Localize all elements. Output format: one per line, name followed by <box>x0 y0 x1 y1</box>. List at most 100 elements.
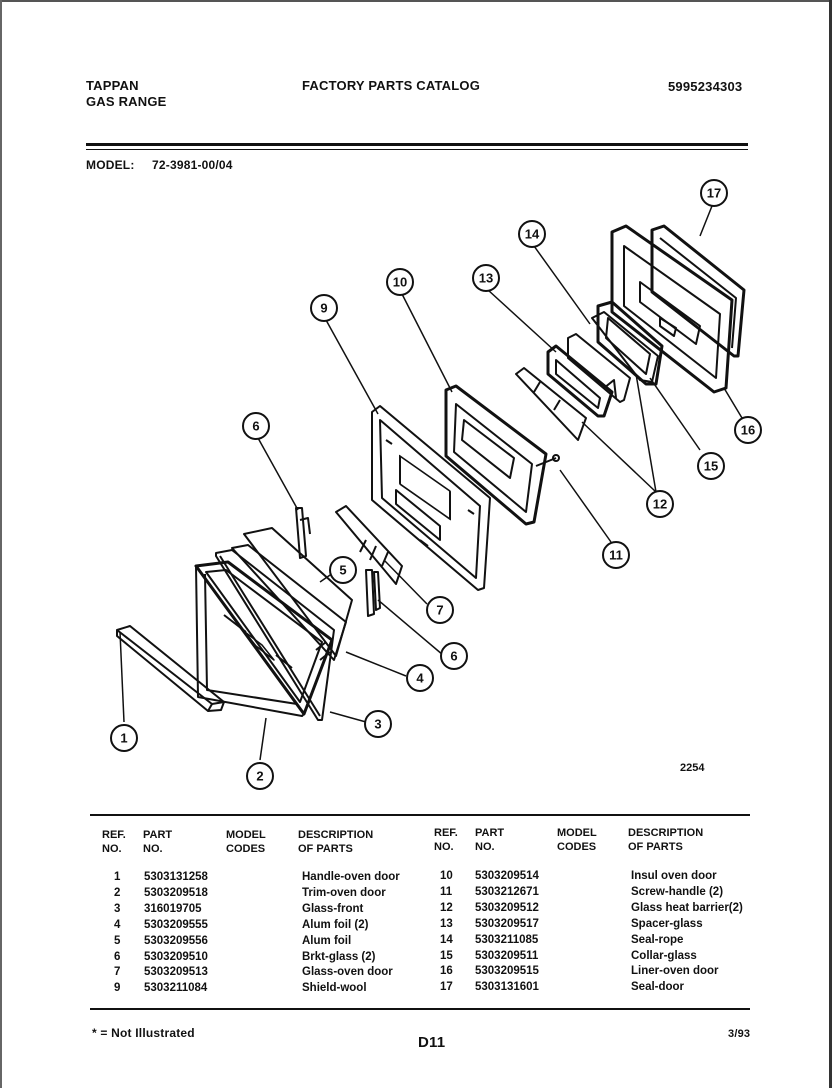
table-row-part: 5303209518 <box>144 886 208 899</box>
part-glass-front <box>215 549 335 721</box>
table-rule-top <box>90 814 750 816</box>
callout-label-17: 17 <box>707 186 721 201</box>
callout-circle-15 <box>697 452 725 480</box>
table-row-ref: 17 <box>440 981 453 994</box>
table-row-ref: 10 <box>440 870 453 882</box>
model-label: MODEL: <box>86 158 135 172</box>
callout-label-15: 15 <box>704 459 718 474</box>
table-row-ref: 12 <box>440 901 453 914</box>
callout-circle-1 <box>110 724 138 752</box>
part-glass-oven-door <box>335 505 403 585</box>
callout-circle-17 <box>700 179 728 207</box>
callout-circle-4 <box>406 664 434 692</box>
table-row-ref: 3 <box>114 902 121 915</box>
page-number: D11 <box>418 1034 446 1051</box>
table-row-ref: 1 <box>114 871 121 883</box>
scan-edge-right <box>829 0 832 1088</box>
table-row-desc: Handle-oven door <box>302 871 400 883</box>
col-ref-header-right: REF.NO. <box>434 827 458 853</box>
table-row-part: 316019705 <box>144 902 202 915</box>
part-spacer-glass <box>546 344 614 418</box>
table-row-part: 5303209517 <box>475 917 539 930</box>
table-row-desc: Shield-wool <box>302 982 367 995</box>
table-row-ref: 13 <box>440 917 453 930</box>
scan-edge-top <box>0 0 832 2</box>
table-rule-bottom <box>90 1008 750 1010</box>
table-row-ref: 15 <box>440 949 453 962</box>
model-number: 72-3981-00/04 <box>152 158 233 172</box>
table-row-part: 5303209513 <box>144 966 208 979</box>
part-trim-oven-door <box>194 560 334 717</box>
part-liner-oven-door <box>610 224 734 394</box>
callout-label-9: 9 <box>320 301 327 316</box>
callout-circle-12 <box>646 490 674 518</box>
left-part-column: 5303131258 5303209518 316019705 53032095… <box>144 870 208 997</box>
table-row-part: 5303209510 <box>144 950 208 963</box>
part-seal-rope <box>567 333 631 403</box>
right-part-column: 5303209514 5303212671 5303209512 5303209… <box>475 869 539 996</box>
callout-circle-2 <box>246 762 274 790</box>
header-rule-thin <box>86 149 748 150</box>
catalog-number: 5995234303 <box>668 79 743 94</box>
right-desc-column: Insul oven door Screw-handle (2) Glass h… <box>631 869 743 996</box>
callout-circle-9 <box>310 294 338 322</box>
table-row-desc: Seal-rope <box>631 933 684 946</box>
callout-label-5: 5 <box>339 563 346 578</box>
left-ref-column: 1 2 3 4 5 6 7 9 <box>114 870 120 997</box>
callout-circle-3 <box>364 710 392 738</box>
callout-circle-6 <box>242 412 270 440</box>
callout-label-14: 14 <box>525 227 540 242</box>
table-row-desc: Screw-handle (2) <box>631 885 724 898</box>
left-desc-column: Handle-oven door Trim-oven door Glass-fr… <box>302 870 400 997</box>
part-screw-handle <box>535 454 560 467</box>
table-row-part: 5303211085 <box>475 933 539 946</box>
table-row-desc: Insul oven door <box>631 870 717 882</box>
callout-label-12: 12 <box>653 497 667 512</box>
callout-label-13: 13 <box>479 271 493 286</box>
table-row-ref: 6 <box>114 950 121 963</box>
table-row-desc: Glass-front <box>302 902 364 915</box>
callout-label-3: 3 <box>374 717 381 732</box>
revision-date: 3/93 <box>728 1028 751 1040</box>
table-row-ref: 2 <box>114 886 121 899</box>
part-shield-wool <box>371 405 491 591</box>
part-bracket-glass-left <box>295 507 311 559</box>
table-row-ref: 16 <box>440 965 453 978</box>
scan-edge-left <box>0 0 2 1088</box>
table-row-ref: 4 <box>114 918 121 931</box>
table-row-part: 5303131258 <box>144 871 208 883</box>
table-row-ref: 5 <box>114 934 121 947</box>
table-row-ref: 7 <box>114 966 121 979</box>
callout-circle-5 <box>329 556 357 584</box>
callout-label-6: 6 <box>450 649 457 664</box>
table-row-desc: Collar-glass <box>631 949 697 962</box>
callout-circle-14 <box>518 220 546 248</box>
table-row-desc: Trim-oven door <box>302 886 386 899</box>
table-row-desc: Alum foil <box>302 934 352 947</box>
table-row-desc: Alum foil (2) <box>302 918 369 931</box>
callout-circle-10 <box>386 268 414 296</box>
header-rule-thick <box>86 143 748 146</box>
part-glass-heat-barrier-front <box>515 367 587 441</box>
right-ref-column: 10 11 12 13 14 15 16 17 <box>440 869 453 996</box>
col-ref-header-left: REF.NO. <box>102 829 126 855</box>
table-row-part: 5303209515 <box>475 965 539 978</box>
table-row-part: 5303209511 <box>475 949 539 962</box>
part-glass-heat-barrier-rear <box>591 311 659 383</box>
table-row-desc: Brkt-glass (2) <box>302 950 376 963</box>
table-row-part: 5303209556 <box>144 934 208 947</box>
table-row-ref: 14 <box>440 933 453 946</box>
part-insulation-oven-door <box>444 384 548 526</box>
callout-label-16: 16 <box>741 423 755 438</box>
figure-number: 2254 <box>680 762 705 774</box>
callout-label-1: 1 <box>120 731 127 746</box>
product-name: GAS RANGE <box>86 94 167 109</box>
table-row-desc: Spacer-glass <box>631 917 703 930</box>
